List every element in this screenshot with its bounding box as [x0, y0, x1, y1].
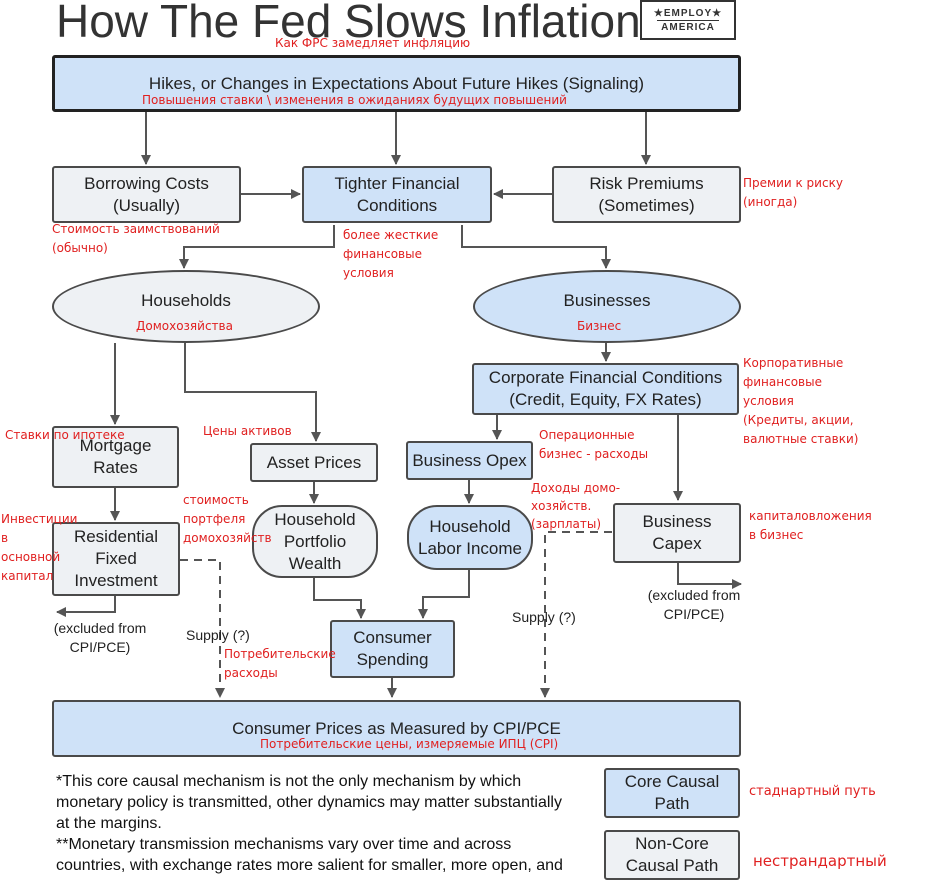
- node-portfolio-wealth: Household Portfolio Wealth: [252, 505, 378, 578]
- legend-noncore-translation: нестрандартный: [753, 852, 887, 870]
- node-consumer-spending: Consumer Spending: [330, 620, 455, 678]
- node-risk-premiums: Risk Premiums (Sometimes): [552, 166, 741, 223]
- corporate-translation-2: финансовые: [743, 375, 822, 389]
- corporate-translation-5: валютные ставки): [743, 432, 859, 446]
- consumer-translation-1: Потребительские: [224, 647, 336, 661]
- portfolio-translation-1: стоимость: [183, 493, 249, 507]
- supply-note-right: Supply (?): [512, 609, 576, 625]
- residential-translation-1: Инвестиции: [1, 512, 78, 526]
- residential-translation-4: капитал: [1, 569, 54, 583]
- node-hikes: Hikes, or Changes in Expectations About …: [52, 55, 741, 112]
- title-translation: Как ФРС замедляет инфляцию: [275, 36, 471, 50]
- logo-line-1: ★EMPLOY★: [653, 7, 723, 19]
- footnote-line-3: at the margins.: [56, 815, 162, 832]
- consumer-translation-2: расходы: [224, 666, 278, 680]
- capex-excluded-note: (excluded from CPI/PCE): [647, 587, 741, 622]
- labor-translation-1: Доходы домо-: [531, 481, 621, 495]
- residential-translation-3: основной: [1, 550, 61, 564]
- corporate-translation-1: Корпоративные: [743, 356, 844, 370]
- borrowing-translation-2: (обычно): [52, 241, 108, 255]
- footnote-line-1: *This core causal mechanism is not the o…: [56, 773, 522, 790]
- labor-translation-3: (зарплаты): [531, 517, 602, 531]
- portfolio-translation-2: портфеля: [183, 512, 246, 526]
- footnote-line-2: monetary policy is transmitted, other dy…: [56, 794, 562, 811]
- legend-core-path: Core Causal Path: [604, 768, 740, 818]
- node-borrowing-costs: Borrowing Costs (Usually): [52, 166, 241, 223]
- corporate-translation-4: (Кредиты, акции,: [743, 413, 854, 427]
- node-tighter-conditions: Tighter Financial Conditions: [302, 166, 492, 223]
- tighter-translation-3: условия: [343, 266, 394, 280]
- page-title: How The Fed Slows Inflation: [56, 0, 641, 47]
- node-business-opex: Business Opex: [406, 441, 533, 480]
- node-hikes-translation: Повышения ставки \ изменения в ожиданиях…: [142, 93, 567, 107]
- corporate-translation-3: условия: [743, 394, 794, 408]
- node-corporate-conditions: Corporate Financial Conditions (Credit, …: [472, 363, 739, 415]
- risk-translation-1: Премии к риску: [743, 176, 843, 190]
- node-consumer-prices: Consumer Prices as Measured by CPI/PCE: [52, 700, 741, 757]
- mortgage-translation: Ставки по ипотеке: [5, 428, 125, 442]
- residential-excluded-note: (excluded from CPI/PCE): [53, 620, 147, 655]
- node-businesses-label: Businesses: [563, 290, 651, 310]
- node-residential-investment: Residential Fixed Investment: [52, 522, 180, 596]
- capex-translation-2: в бизнес: [749, 528, 804, 542]
- legend-core-translation: стаднартный путь: [749, 784, 876, 799]
- labor-translation-2: хозяйств.: [531, 499, 592, 513]
- footnote-line-5: countries, with exchange rates more sali…: [56, 857, 563, 874]
- supply-note-left: Supply (?): [186, 627, 250, 643]
- opex-translation-1: Операционные: [539, 428, 635, 442]
- node-asset-prices: Asset Prices: [250, 443, 378, 482]
- cpi-translation: Потребительские цены, измеряемые ИПЦ (CP…: [260, 737, 559, 751]
- node-households-label: Households: [141, 290, 231, 310]
- portfolio-translation-3: домохозяйств: [183, 531, 272, 545]
- risk-translation-2: (иногда): [743, 195, 798, 209]
- tighter-translation-2: финансовые: [343, 247, 422, 261]
- node-business-capex: Business Capex: [613, 503, 741, 563]
- node-households: Households: [52, 270, 320, 343]
- borrowing-translation-1: Стоимость заимствований: [52, 222, 220, 236]
- footnote-line-4: **Monetary transmission mechanisms vary …: [56, 836, 512, 853]
- households-translation: Домохозяйства: [136, 319, 233, 333]
- legend-noncore-path: Non-Core Causal Path: [604, 830, 740, 880]
- node-labor-income: Household Labor Income: [407, 505, 533, 570]
- employ-america-logo: ★EMPLOY★ AMERICA: [640, 0, 736, 40]
- node-mortgage-rates: Mortgage Rates: [52, 426, 179, 488]
- tighter-translation-1: более жесткие: [343, 228, 439, 242]
- logo-line-2: AMERICA: [657, 19, 719, 34]
- node-businesses: Businesses: [473, 270, 741, 343]
- opex-translation-2: бизнес - расходы: [539, 447, 649, 461]
- residential-translation-2: в: [1, 531, 9, 545]
- businesses-translation: Бизнес: [577, 319, 622, 333]
- capex-translation-1: капиталовложения: [749, 509, 872, 523]
- asset-translation: Цены активов: [203, 424, 292, 438]
